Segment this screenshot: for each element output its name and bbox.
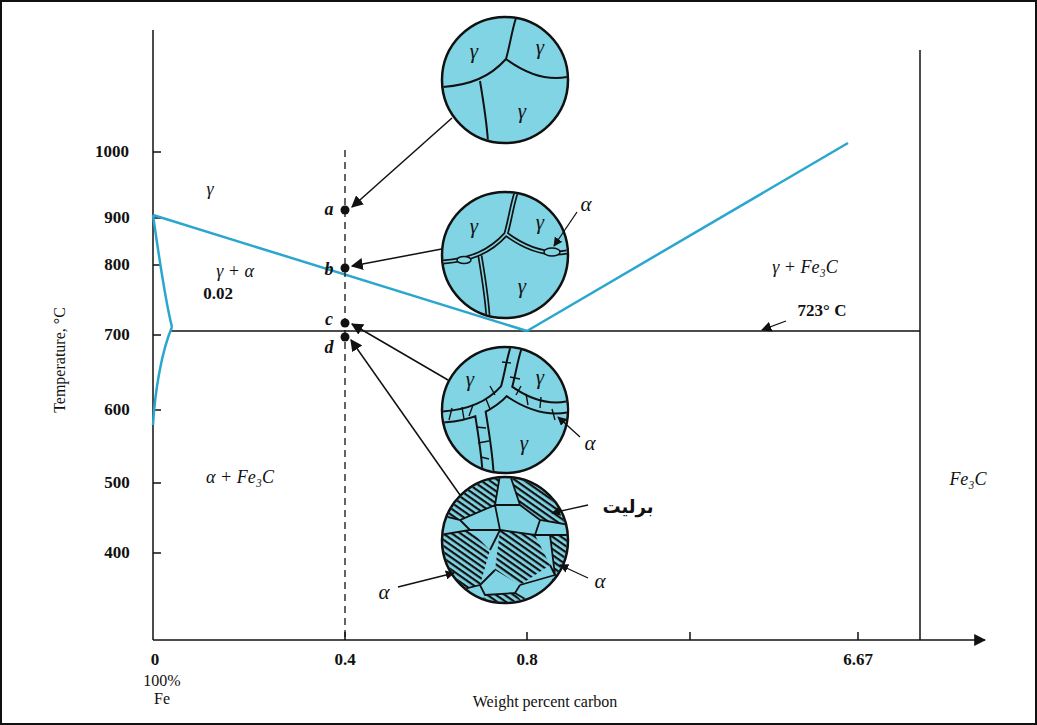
micrograph-drawing (440, 190, 570, 320)
axis-note: 100% Fe (140, 672, 184, 707)
phase-symbol: γ (516, 101, 528, 122)
leader-line (398, 573, 454, 587)
phase-symbol: γ (516, 276, 528, 297)
micrograph-disc (442, 347, 568, 473)
grain-boundaries (443, 193, 567, 317)
phase-label: γ + Fe₃C (772, 258, 838, 278)
x-ticks (345, 632, 858, 640)
state-points (341, 206, 350, 342)
eutectoid-line (170, 330, 920, 332)
tick-label: 800 (104, 256, 130, 275)
phase-symbol: α (592, 571, 607, 592)
grain-boundaries (443, 18, 567, 142)
micrograph-disc (442, 192, 568, 318)
pearlite-colonies (440, 475, 570, 605)
leader-line (554, 212, 577, 246)
tick-label: 0 (151, 651, 160, 670)
grain-boundaries (443, 348, 567, 472)
phase-symbol: γ (468, 216, 480, 237)
tick-label: 500 (104, 474, 130, 493)
axis-title: Temperature, °C (51, 307, 69, 413)
ferrite-growth-micrograph: γγγα (440, 345, 570, 475)
tick-label: 1000 (95, 143, 129, 162)
phase-label: γ (206, 180, 213, 200)
micrograph-drawing (440, 345, 570, 475)
tick-label: 0.8 (516, 651, 537, 670)
tick-label: 6.67 (843, 651, 873, 670)
structure-label: برليت (602, 497, 653, 517)
composition-line (344, 150, 345, 640)
leader-line (558, 417, 580, 437)
phase-symbol: γ (464, 369, 476, 390)
value-label: 0.02 (203, 285, 233, 304)
point-letter: c (325, 310, 333, 330)
phase-label: Fe₃C (949, 470, 986, 490)
phase-symbol: γ (534, 37, 546, 58)
y-ticks (153, 152, 161, 553)
phase-symbol: γ (518, 433, 530, 454)
point-letter: d (325, 338, 334, 358)
x-axis (153, 639, 985, 641)
micrograph-disc (442, 17, 568, 143)
leader-line (762, 321, 786, 330)
ferrite-nucleation-micrograph: γγγα (440, 190, 570, 320)
tick-label: 900 (104, 209, 130, 228)
micrograph-drawing (440, 475, 570, 605)
leader-line (552, 505, 588, 513)
pearlite-micrograph: αα (440, 475, 570, 605)
leader-lines (351, 118, 460, 495)
axis-title: Weight percent carbon (473, 693, 617, 711)
point-letter: b (325, 260, 334, 280)
value-label: 723° C (798, 302, 847, 321)
phase-symbol: γ (468, 41, 480, 62)
leader-line (560, 565, 588, 578)
austenite-micrograph: γ γ γ (440, 15, 570, 145)
tick-label: 0.4 (334, 651, 355, 670)
tick-label: 600 (104, 401, 130, 420)
phase-symbol: α (376, 582, 391, 603)
micrograph-drawing (440, 15, 570, 145)
cementite-line (919, 50, 921, 640)
point-letter: a (325, 200, 334, 220)
phase-label: α + Fe₃C (206, 468, 274, 488)
phase-symbol: γ (534, 212, 546, 233)
tick-label: 700 (104, 326, 130, 345)
phase-symbol: α (578, 194, 593, 215)
phase-label: γ + α (216, 262, 254, 282)
tick-label: 400 (104, 544, 130, 563)
phase-symbol: α (582, 433, 597, 454)
phase-symbol: γ (534, 367, 546, 388)
